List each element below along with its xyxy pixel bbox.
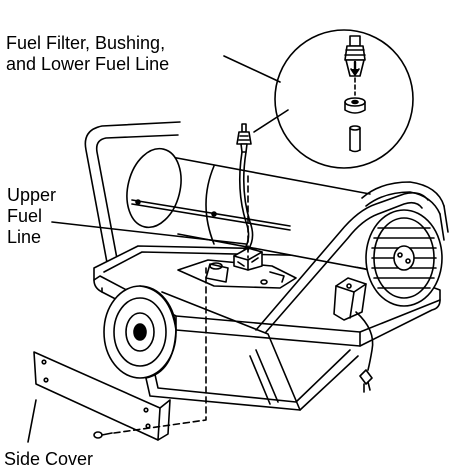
- leader-filter-to-heater: [253, 109, 289, 133]
- leader-upper-fuel-line: [51, 221, 247, 245]
- detail-bushing: [344, 97, 366, 114]
- detail-lower-fuel-line: [349, 125, 361, 153]
- burner-cylinder: [126, 147, 398, 275]
- tank-top-fittings: [177, 247, 297, 289]
- fuel-filter-callout-line-1: Fuel Filter, Bushing,: [6, 33, 166, 53]
- leader-fuel-filter: [223, 55, 281, 83]
- upper-fuel-line-callout: Upper Fuel Line: [7, 185, 56, 248]
- upper-fuel-line-callout-line-2: Fuel: [7, 206, 43, 226]
- detail-fuel-filter: [344, 35, 366, 77]
- front-handle-frame: [255, 192, 429, 333]
- side-cover: [33, 351, 171, 441]
- control-box-and-cord: [333, 277, 374, 393]
- upper-fuel-line-callout-line-3: Line: [7, 227, 42, 247]
- detail-circle: [274, 29, 414, 169]
- leader-side-cover: [27, 399, 37, 443]
- screw-dashed-path: [113, 267, 207, 434]
- wheel: [103, 285, 177, 379]
- upper-fuel-line-callout-line-1: Upper: [7, 185, 57, 205]
- fuel-filter-callout: Fuel Filter, Bushing, and Lower Fuel Lin…: [6, 33, 169, 75]
- fuel-filter-installed: [236, 123, 252, 153]
- front-guard: [361, 181, 449, 307]
- fuel-filter-callout-line-2: and Lower Fuel Line: [6, 54, 170, 74]
- screw: [93, 431, 113, 439]
- side-cover-callout: Side Cover: [4, 449, 94, 469]
- rear-handle-frame: [84, 121, 181, 269]
